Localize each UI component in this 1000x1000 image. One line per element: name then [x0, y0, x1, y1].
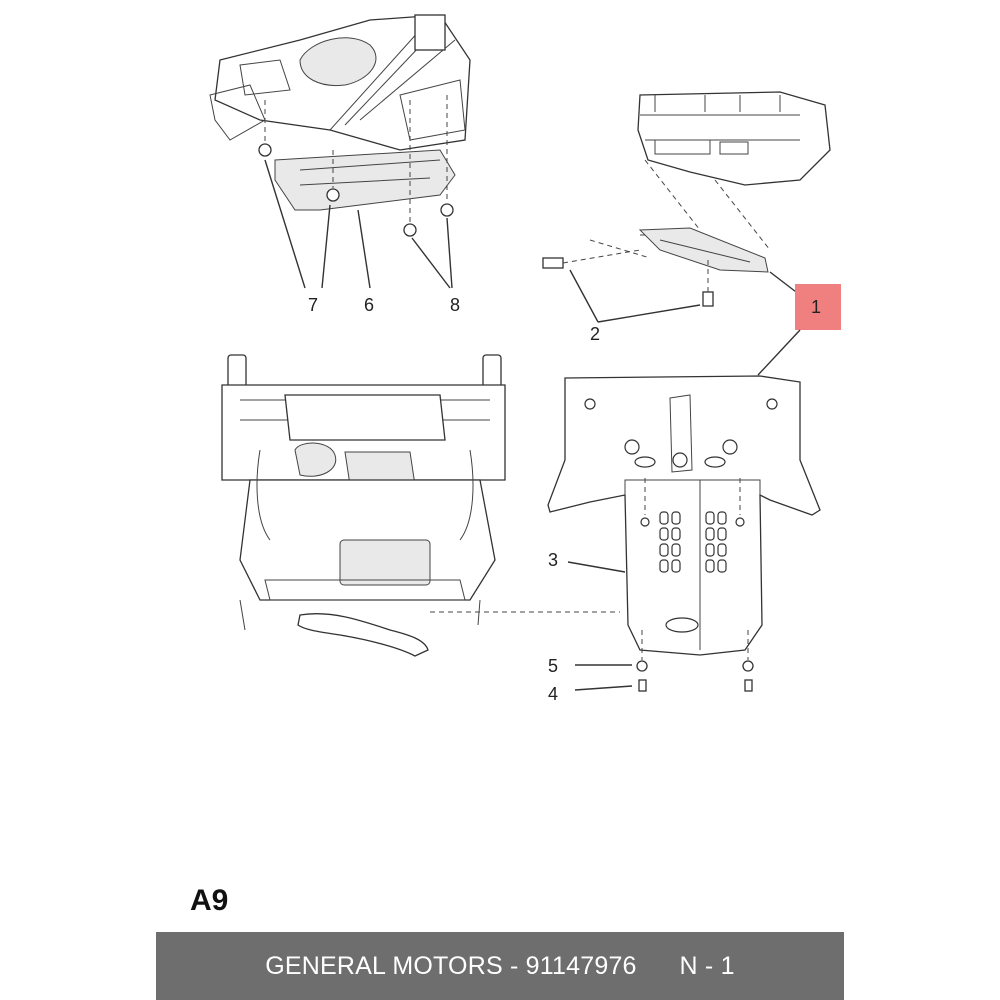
vehicle-underside: [221, 354, 620, 657]
engine-bay-detail: [209, 14, 471, 289]
skid-plate: [547, 375, 821, 692]
footer-separator: -: [502, 951, 526, 980]
vent-slots-right: [705, 511, 727, 573]
callout-8: 8: [450, 295, 460, 315]
footer-part-number: 91147976: [525, 951, 637, 980]
footer-bar: GENERAL MOTORS - 91147976 N - 1: [156, 932, 844, 1000]
callout-7: 7: [308, 295, 318, 315]
callout-5: 5: [548, 656, 558, 676]
bumper-detail: [542, 91, 831, 323]
section-code: A9: [190, 884, 229, 917]
callout-3: 3: [548, 550, 558, 570]
footer-quantity: N - 1: [679, 951, 735, 980]
callout-4: 4: [548, 684, 558, 704]
callout-2: 2: [590, 324, 600, 344]
callout-6: 6: [364, 295, 374, 315]
footer-text: GENERAL MOTORS - 91147976 N - 1: [265, 952, 734, 981]
callout-1-highlight: [795, 284, 841, 330]
vent-slots-left: [659, 511, 681, 573]
footer-gap: [637, 952, 680, 980]
footer-brand: GENERAL MOTORS: [265, 951, 503, 980]
callout-1: 1: [811, 297, 821, 317]
